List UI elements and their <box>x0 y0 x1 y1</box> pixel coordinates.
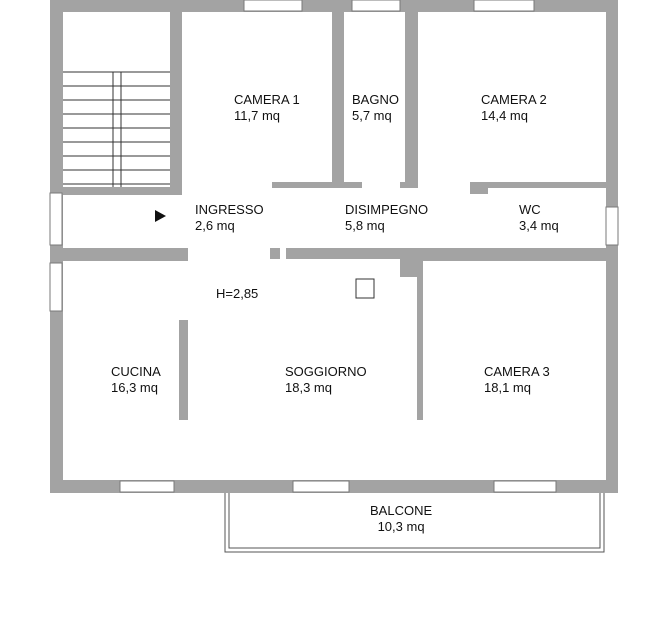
landing-door-opening <box>170 195 182 248</box>
room-name: INGRESSO <box>195 202 264 217</box>
room-area: 5,7 mq <box>352 108 392 123</box>
room-label-cucina: CUCINA 16,3 mq <box>111 364 161 396</box>
room-label-camera3: CAMERA 3 18,1 mq <box>484 364 550 396</box>
room-name: CAMERA 2 <box>481 92 547 107</box>
window-left-1 <box>49 192 63 246</box>
room-label-soggiorno: SOGGIORNO 18,3 mq <box>285 364 367 396</box>
balcone-outline <box>224 493 605 553</box>
room-area: 14,4 mq <box>481 108 528 123</box>
room-name: CAMERA 1 <box>234 92 300 107</box>
bagno-floor <box>344 12 405 182</box>
camera2-floor <box>418 12 606 182</box>
room-label-bagno: BAGNO 5,7 mq <box>352 92 399 124</box>
staircase <box>63 71 170 187</box>
cucina-floor <box>63 261 179 480</box>
window-left-2 <box>49 262 63 312</box>
window-bottom-3 <box>493 480 557 493</box>
camera3-door-opening <box>417 420 423 480</box>
room-label-disimpegno: DISIMPEGNO 5,8 mq <box>345 202 428 234</box>
room-label-camera1: CAMERA 1 11,7 mq <box>234 92 300 124</box>
room-name: CUCINA <box>111 364 161 379</box>
room-label-camera2: CAMERA 2 14,4 mq <box>481 92 547 124</box>
camera2-door-opening <box>418 182 470 188</box>
room-area: 18,3 mq <box>285 380 332 395</box>
shaft-square-icon <box>355 278 375 299</box>
room-area: 2,6 mq <box>195 218 235 233</box>
room-label-wc: WC 3,4 mq <box>519 202 559 234</box>
landing-floor <box>63 195 170 248</box>
room-area: 10,3 mq <box>377 519 425 534</box>
soggiorno-notch-floor <box>400 277 417 480</box>
window-top-1 <box>243 0 303 12</box>
cucina-door-opening <box>179 420 188 480</box>
room-area: 5,8 mq <box>345 218 385 233</box>
height-note: H=2,85 <box>216 286 259 301</box>
room-area: 16,3 mq <box>111 380 158 395</box>
corridor-floor <box>182 188 470 248</box>
room-name: SOGGIORNO <box>285 364 367 379</box>
room-label-ingresso: INGRESSO 2,6 mq <box>195 202 264 234</box>
room-name: DISIMPEGNO <box>345 202 429 217</box>
room-name: BAGNO <box>352 92 399 107</box>
camera3-floor <box>423 261 606 480</box>
room-area: 18,1 mq <box>484 380 531 395</box>
wc-door-opening <box>470 194 488 248</box>
room-name: WC <box>519 202 541 217</box>
camera1-floor <box>182 12 332 182</box>
room-area: 11,7 mq <box>234 108 281 123</box>
room-name: CAMERA 3 <box>484 364 550 379</box>
window-top-2 <box>351 0 401 12</box>
window-bottom-1 <box>119 480 175 493</box>
entry-arrow-icon <box>155 210 166 222</box>
ingresso-opening <box>240 248 270 259</box>
room-name: BALCONE <box>370 503 433 518</box>
wc-floor <box>488 188 606 248</box>
window-top-3 <box>473 0 535 12</box>
cucina-opening <box>179 261 188 320</box>
bagno-door-opening <box>362 182 400 188</box>
ingresso-opening-2 <box>280 248 286 259</box>
camera1-door-opening <box>182 182 272 188</box>
room-label-balcone: BALCONE 10,3 mq <box>370 503 432 535</box>
room-area: 3,4 mq <box>519 218 559 233</box>
window-bottom-2 <box>292 480 350 493</box>
window-right-1 <box>605 206 619 246</box>
